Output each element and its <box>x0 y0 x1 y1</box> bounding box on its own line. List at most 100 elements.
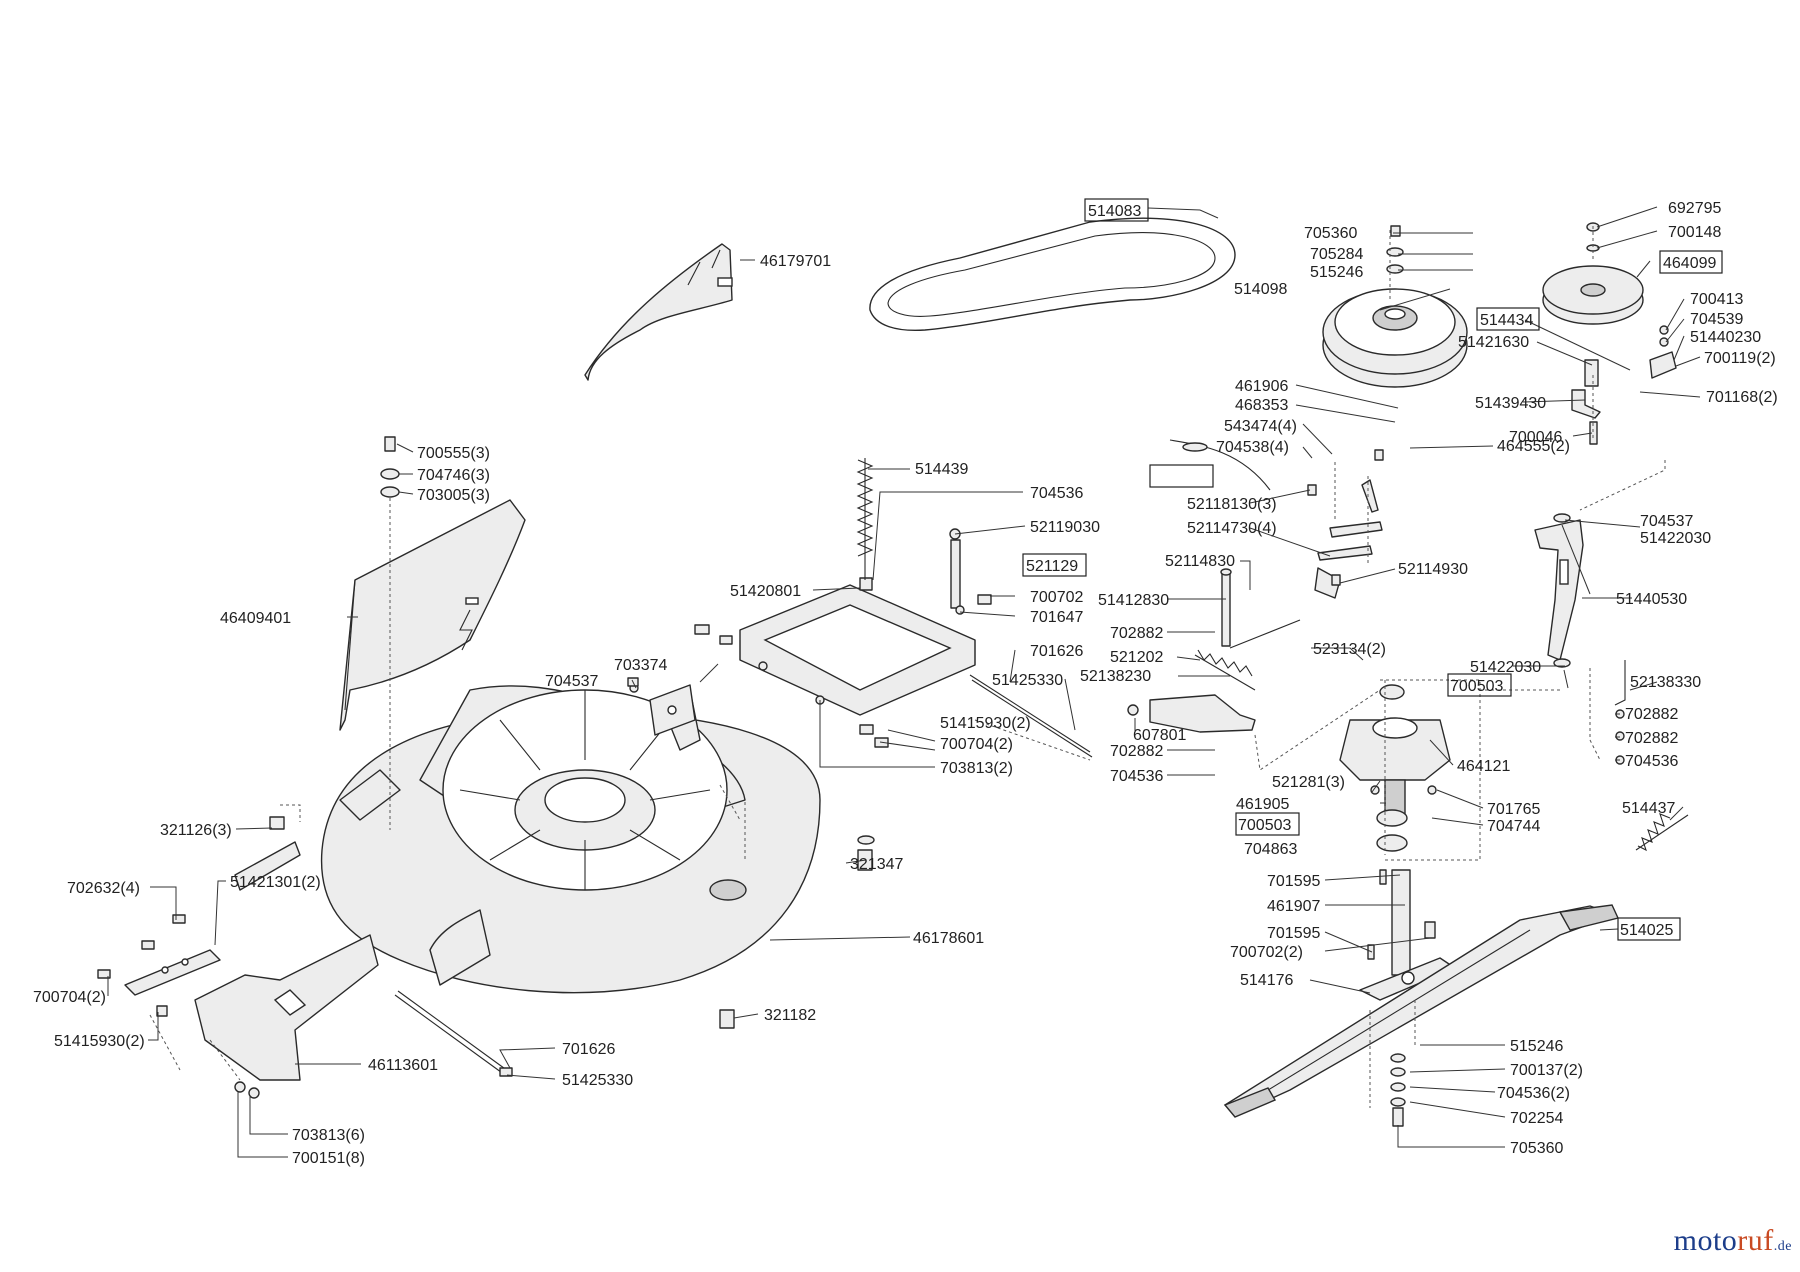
label-nut-700413: 700413 <box>1690 291 1743 308</box>
label-pin-701626-a: 701626 <box>1030 643 1083 660</box>
label-box-idler-pulley <box>1659 250 1723 274</box>
watermark-part-a: moto <box>1673 1224 1738 1257</box>
label-sleeve-51421630: 51421630 <box>1458 334 1529 351</box>
label-clip-321126: 321126(3) <box>160 822 232 839</box>
part-labels: 514083 705360 705284 515246 514098 69279… <box>33 198 1778 1167</box>
label-nut-523134: 523134(2) <box>1313 641 1386 658</box>
label-washer-700137: 700137(2) <box>1510 1062 1583 1079</box>
watermark-part-b: ruf <box>1737 1224 1774 1257</box>
lower-rod <box>394 990 513 1077</box>
label-bolt-51415930-a: 51415930(2) <box>940 715 1031 732</box>
label-bolt-52119030: 52119030 <box>1030 519 1100 536</box>
label-bracket-703374: 703374 <box>614 657 667 674</box>
deck-bracket <box>649 684 696 736</box>
label-box-belt <box>1084 198 1149 222</box>
label-bolt-700702-b: 700702(2) <box>1230 944 1303 961</box>
label-box-bearing-a <box>1447 673 1512 697</box>
label-part-51422030-b: 51422030 <box>1470 659 1541 676</box>
label-bolt-700702: 700702 <box>1030 589 1083 606</box>
label-spring-521202: 521202 <box>1110 649 1163 666</box>
label-spring-514437: 514437 <box>1622 800 1675 817</box>
spindle-housing <box>1339 684 1451 852</box>
label-washer-703005: 703005(3) <box>417 487 490 504</box>
blade-fasteners <box>1390 1053 1406 1127</box>
pivot-bracket <box>1534 513 1584 668</box>
label-bolt-52118130: 52118130(3) <box>1187 496 1277 513</box>
label-washer-704539: 704539 <box>1690 311 1743 328</box>
label-box-idler-arm <box>1476 307 1540 331</box>
label-bearing-700503-a: 700503 <box>1450 678 1503 695</box>
label-nut-703813-a: 703813(2) <box>940 760 1013 777</box>
label-lever-52138230: 52138230 <box>1080 668 1151 685</box>
pulley-bolt-stack <box>1386 225 1404 274</box>
label-washer-704746: 704746(3) <box>417 467 490 484</box>
label-washer-702882-d: 702882 <box>1625 730 1678 747</box>
label-washer-515246-b: 515246 <box>1510 1038 1563 1055</box>
label-nut-692795: 692795 <box>1668 200 1721 217</box>
clutch-lever <box>1127 619 1301 733</box>
label-washer-461906: 461906 <box>1235 378 1288 395</box>
label-washer-704538: 704538(4) <box>1216 439 1289 456</box>
label-blade: 514025 <box>1620 922 1673 939</box>
label-bolt-704744: 704744 <box>1487 818 1540 835</box>
label-washer-704536-c: 704536 <box>1625 753 1678 770</box>
discharge-chute <box>339 499 526 731</box>
label-cover-top: 46179701 <box>760 253 831 270</box>
label-rod-51425330-a: 51425330 <box>992 672 1063 689</box>
label-washer-704863: 704863 <box>1244 841 1297 858</box>
label-fitting-321347: 321347 <box>850 856 903 873</box>
lever-linkage <box>1307 449 1384 599</box>
label-rod-51425330-b: 51425330 <box>562 1072 633 1089</box>
small-rod <box>1614 660 1626 765</box>
label-bracket-51421301: 51421301(2) <box>230 874 321 891</box>
label-washer-702882-c: 702882 <box>1625 706 1678 723</box>
label-bolt-700046: 700046 <box>1509 429 1562 446</box>
label-link-52114730: 52114730(4) <box>1187 520 1277 537</box>
label-bearing-700503-b: 700503 <box>1238 817 1291 834</box>
mower-deck <box>320 685 821 994</box>
label-shaft-461907: 461907 <box>1267 898 1320 915</box>
label-key-701595-a: 701595 <box>1267 873 1320 890</box>
label-washer-700148: 700148 <box>1668 224 1721 241</box>
label-bolt-700704-a: 700704(2) <box>940 736 1013 753</box>
cable <box>1169 439 1271 491</box>
label-bolt-top: 705360 <box>1304 225 1357 242</box>
tension-spring <box>1635 813 1689 852</box>
watermark-part-c: .de <box>1773 1239 1792 1254</box>
label-nut-543474: 543474(4) <box>1224 418 1297 435</box>
label-ring-607801: 607801 <box>1133 727 1186 744</box>
label-deck: 46178601 <box>913 930 984 947</box>
label-bolt-705360-b: 705360 <box>1510 1140 1563 1157</box>
label-bolt-700555: 700555(3) <box>417 445 490 462</box>
belt-cover <box>584 243 733 381</box>
label-bolt-700704-b: 700704(2) <box>33 989 106 1006</box>
label-washer-704536-d: 704536(2) <box>1497 1085 1570 1102</box>
label-fitting-321182: 321182 <box>764 1007 816 1024</box>
label-washer-704537-b: 704537 <box>1640 513 1693 530</box>
leader-lines <box>107 206 1701 1158</box>
idler-pulley <box>1542 222 1644 325</box>
label-idler-arm: 514434 <box>1480 312 1533 329</box>
label-rod-52138330: 52138330 <box>1630 674 1701 691</box>
label-box-521129 <box>1022 553 1087 577</box>
label-sleeve-461905: 461905 <box>1236 796 1289 813</box>
label-pulley-main: 514098 <box>1234 281 1287 298</box>
label-pin-701626-b: 701626 <box>562 1041 615 1058</box>
label-guard-46113601: 46113601 <box>368 1057 438 1074</box>
label-belt: 514083 <box>1088 203 1141 220</box>
link-rod <box>1220 568 1232 647</box>
label-bolt-521281: 521281(3) <box>1272 774 1345 791</box>
label-box-bearing-b <box>1235 812 1300 836</box>
label-nut-703813-b: 703813(6) <box>292 1127 365 1144</box>
rear-rod <box>969 674 1093 758</box>
label-washer-700151: 700151(8) <box>292 1150 365 1167</box>
label-washer-702882-b: 702882 <box>1110 743 1163 760</box>
watermark-logo: motoruf.de <box>1674 1224 1792 1258</box>
lift-frame <box>739 577 976 716</box>
frame-rod <box>949 528 961 609</box>
label-washer-704536-b: 704536 <box>1110 768 1163 785</box>
label-rod-51412830: 51412830 <box>1098 592 1169 609</box>
label-bracket-51440230: 51440230 <box>1690 329 1761 346</box>
label-washer-464555: 464555(2) <box>1497 438 1570 455</box>
